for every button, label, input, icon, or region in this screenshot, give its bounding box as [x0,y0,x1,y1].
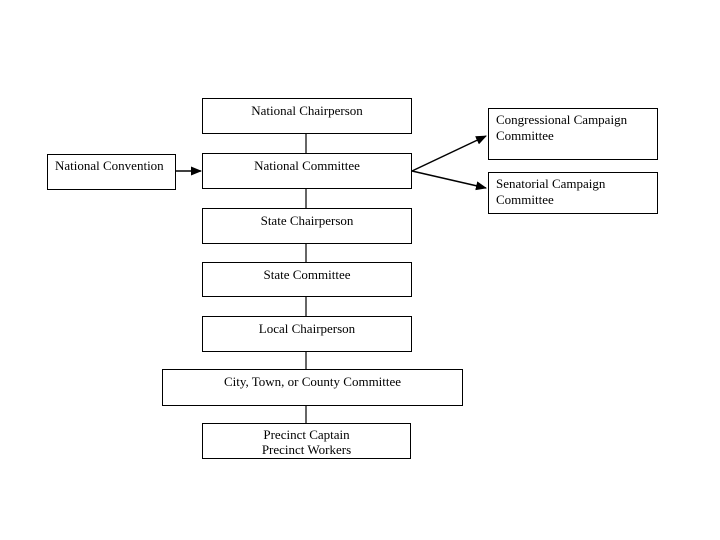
arrow-committee-to-senatorial [411,170,487,191]
node-precinct-captain-workers: Precinct Captain Precinct Workers [202,423,411,459]
node-local-chairperson: Local Chairperson [202,316,412,352]
node-national-chairperson: National Chairperson [202,98,412,134]
node-national-convention: National Convention [47,154,176,190]
node-state-chairperson: State Chairperson [202,208,412,244]
node-national-committee: National Committee [202,153,412,189]
node-senatorial-campaign-committee: Senatorial Campaign Committee [488,172,658,214]
node-city-town-or-county-committee: City, Town, or County Committee [162,369,463,406]
node-state-committee: State Committee [202,262,412,297]
node-congressional-campaign-committee: Congressional Campaign Committee [488,108,658,160]
arrow-committee-to-congressional [411,135,487,172]
